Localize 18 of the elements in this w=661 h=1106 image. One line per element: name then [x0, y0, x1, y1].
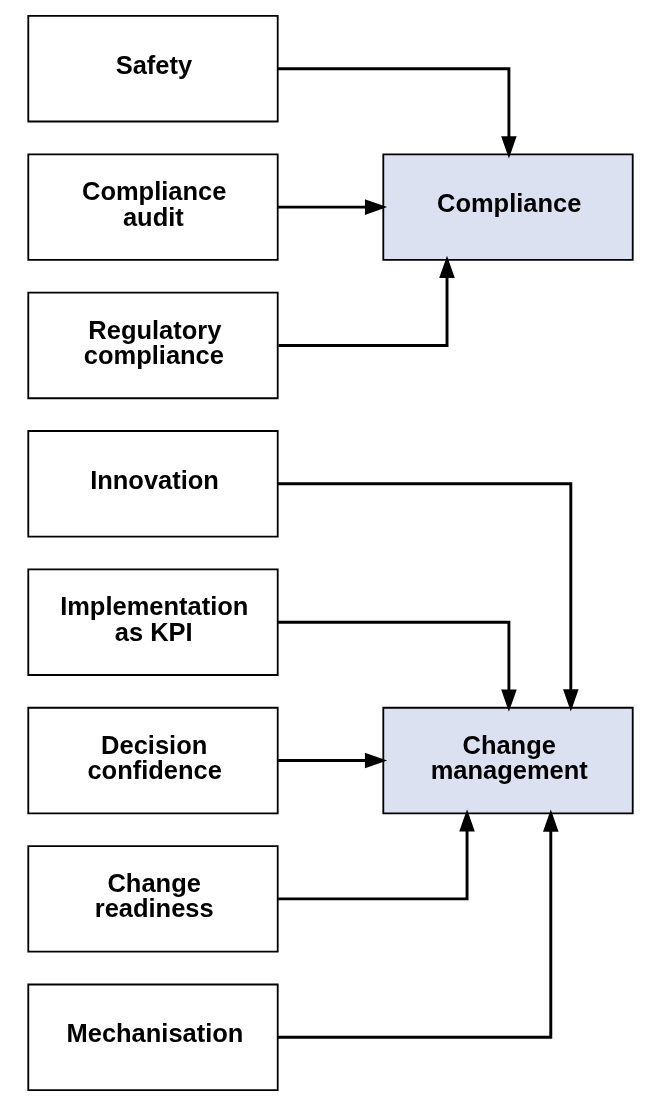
- node-box: Change readiness: [27, 845, 279, 953]
- arrow: [278, 199, 388, 215]
- arrow: [278, 67, 517, 159]
- node-box: Compliance audit: [27, 153, 279, 261]
- node-box: Innovation: [27, 430, 279, 538]
- arrow: [278, 752, 388, 769]
- node-box: Regulatory compliance: [27, 291, 279, 400]
- node-box: Change management: [382, 706, 634, 815]
- node-box: Safety: [27, 15, 279, 123]
- node-box: Mechanisation: [27, 983, 279, 1091]
- arrow: [278, 809, 475, 901]
- node-box: Implementation as KPI: [27, 568, 279, 676]
- node-box: Decision confidence: [27, 706, 279, 815]
- arrow: [278, 620, 517, 712]
- arrow: [277, 482, 579, 712]
- node-box: Compliance: [382, 153, 634, 261]
- arrow: [277, 809, 559, 1039]
- arrow: [278, 255, 455, 347]
